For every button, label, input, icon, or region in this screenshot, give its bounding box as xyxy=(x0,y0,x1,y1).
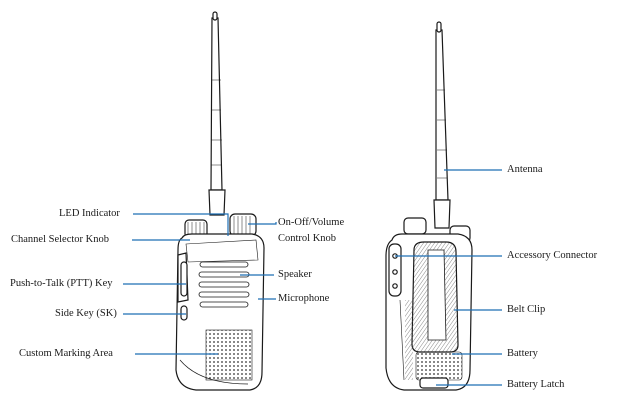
front-side-keys xyxy=(177,252,189,321)
front-marking-area xyxy=(205,329,253,381)
leader-volume-knob xyxy=(248,222,277,225)
back-battery-latch-shape xyxy=(419,377,449,389)
label-on-off-volume-line2: Control Knob xyxy=(278,233,337,244)
back-radio xyxy=(385,21,473,391)
label-microphone: Microphone xyxy=(278,293,330,304)
label-channel-selector-knob: Channel Selector Knob xyxy=(11,234,109,245)
label-side-key: Side Key (SK) xyxy=(55,308,117,319)
back-antenna xyxy=(433,21,451,229)
label-accessory-connector: Accessory Connector xyxy=(507,250,598,261)
leader-led-indicator xyxy=(133,213,229,236)
label-led-indicator: LED Indicator xyxy=(59,208,120,219)
label-battery-latch: Battery Latch xyxy=(507,379,565,390)
label-antenna: Antenna xyxy=(507,164,543,175)
label-battery: Battery xyxy=(507,348,538,359)
front-radio xyxy=(175,11,265,391)
back-accessory-connector xyxy=(388,243,402,297)
label-custom-marking-area: Custom Marking Area xyxy=(19,348,113,359)
front-antenna xyxy=(208,11,226,216)
label-on-off-volume-line1: On-Off/Volume xyxy=(278,217,345,228)
back-belt-clip xyxy=(411,241,459,353)
label-ptt-key: Push-to-Talk (PTT) Key xyxy=(10,278,113,289)
label-belt-clip: Belt Clip xyxy=(507,304,546,315)
label-speaker: Speaker xyxy=(278,269,312,280)
leader-lines xyxy=(123,169,502,386)
